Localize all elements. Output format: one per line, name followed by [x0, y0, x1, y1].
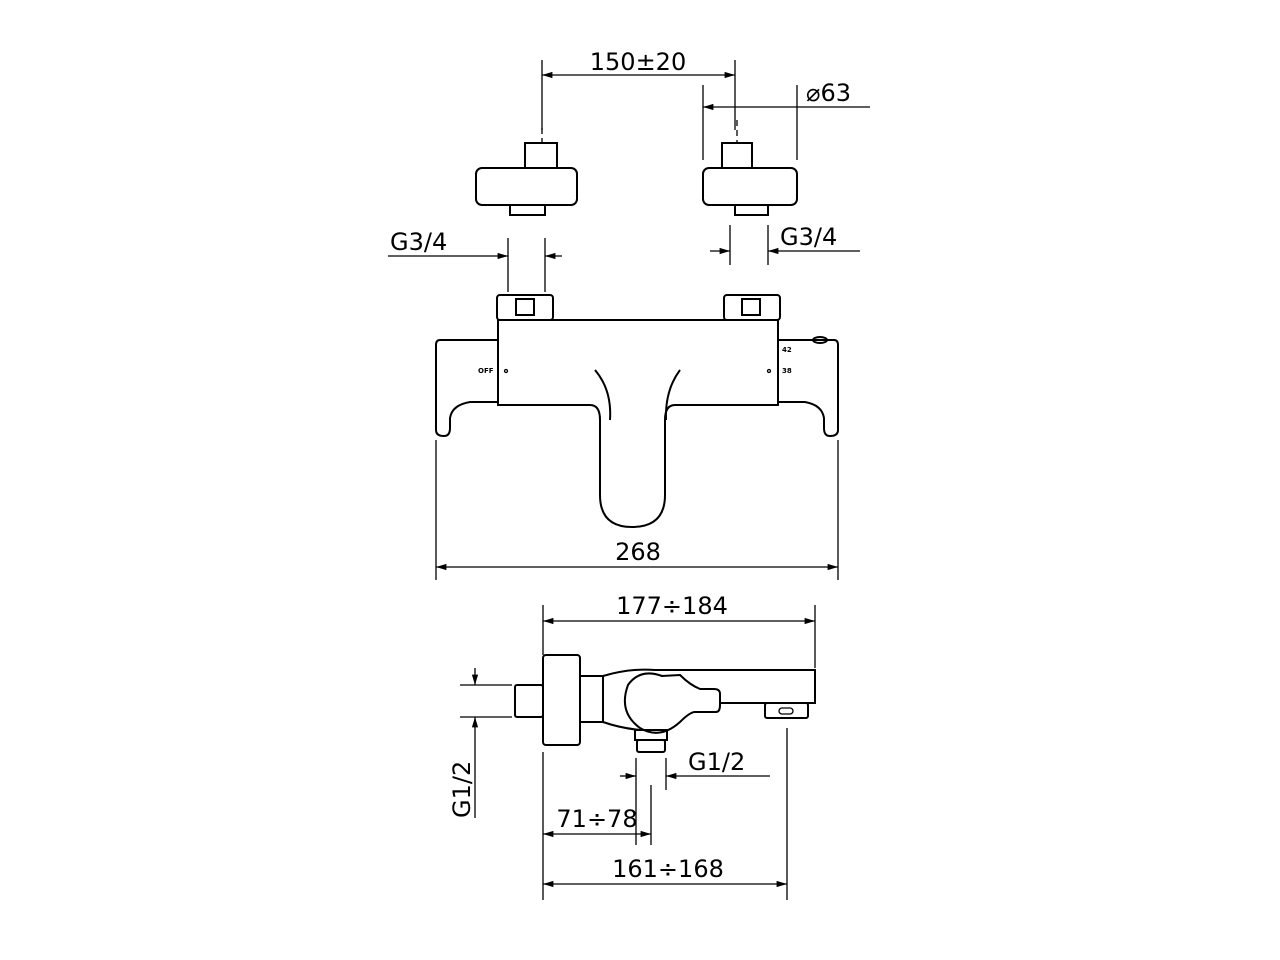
dim-label-161-168: 161÷168: [612, 855, 724, 883]
dim-label-g12-outlet: G1/2: [688, 748, 745, 776]
dim-spout-projection: 161÷168: [543, 728, 788, 900]
off-marking: OFF: [478, 367, 494, 375]
dim-label-g12-wall: G1/2: [448, 761, 476, 818]
dim-overall-width: 268: [435, 440, 839, 580]
dim-outlet-offset: 71÷78: [542, 752, 652, 900]
dim-projection: 177÷184: [542, 592, 816, 668]
dim-wall-thread: G1/2: [448, 668, 512, 818]
dim-label-177-184: 177÷184: [616, 592, 728, 620]
dim-label-g34-left: G3/4: [390, 228, 447, 256]
mixer-side-view: [514, 654, 816, 753]
mixer-front-view: OFF 42 38: [435, 294, 839, 529]
dim-label-150: 150±20: [590, 48, 686, 76]
dim-eccentric-spacing: 150±20: [541, 48, 736, 130]
dim-flange-diameter: ⌀63: [702, 79, 870, 160]
dim-label-71-78: 71÷78: [556, 805, 637, 833]
dim-label-g34-right: G3/4: [780, 223, 837, 251]
dim-outlet-thread: G1/2: [620, 748, 770, 845]
dim-label-63: ⌀63: [806, 79, 851, 107]
dim-inlet-left: G3/4: [388, 228, 562, 292]
flange-right: [702, 120, 798, 216]
temp-marking-38: 38: [782, 367, 792, 375]
temp-marking-42: 42: [782, 346, 792, 354]
dim-label-268: 268: [615, 538, 661, 566]
dim-inlet-right: G3/4: [710, 223, 860, 265]
flange-left: [475, 128, 578, 216]
